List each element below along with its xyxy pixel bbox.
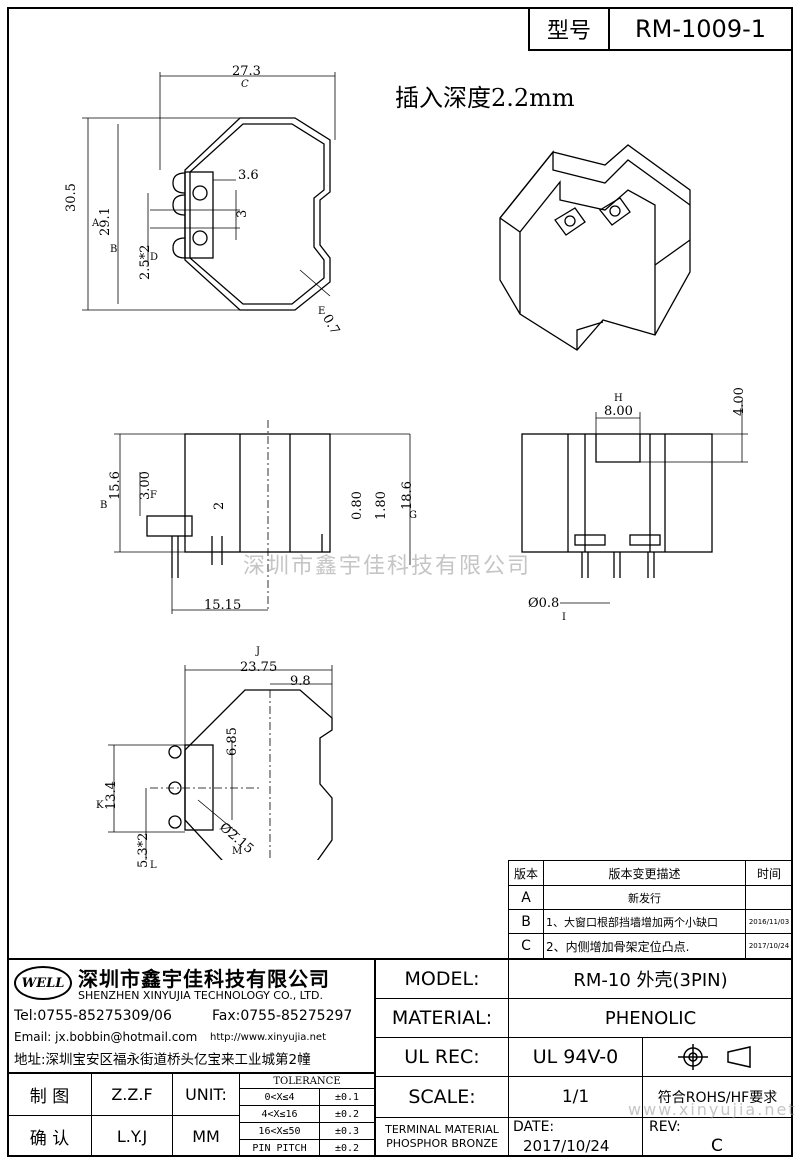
- model-label: MODEL:: [375, 959, 509, 999]
- dim-front-slot-w: 8.00: [604, 404, 633, 419]
- dim-top-height-inner: 29.1: [98, 207, 113, 236]
- rev-row-desc: 新发行: [543, 885, 746, 910]
- type-value: RM-1009-1: [608, 7, 793, 51]
- ref-h: H: [614, 393, 623, 404]
- drawer-label: 制 图: [7, 1073, 92, 1116]
- tolerance-title: TOLERANCE: [239, 1073, 375, 1089]
- tolerance-range: PIN PITCH: [239, 1139, 320, 1157]
- company-address: 地址:深圳宝安区福永街道桥头亿宝来工业城第2幢: [14, 1052, 311, 1068]
- scale-label: SCALE:: [375, 1076, 509, 1118]
- terminal-material: TERMINAL MATERIAL PHOSPHOR BRONZE: [375, 1117, 509, 1157]
- dim-pin-width: 3.6: [238, 168, 259, 183]
- date-label: DATE:: [513, 1119, 555, 1135]
- date-value: 2017/10/24: [523, 1137, 610, 1155]
- dim-top-height-outer: 30.5: [64, 183, 79, 212]
- rev-row-desc: 2、内侧增加骨架定位凸点.: [543, 933, 746, 959]
- dim-pin-gap: 3: [235, 209, 250, 218]
- tolerance-value: ±0.2: [319, 1139, 375, 1157]
- tolerance-range: 16<X≤50: [239, 1122, 320, 1140]
- rev-row-ver: A: [508, 885, 544, 910]
- rev-header-desc: 版本变更描述: [543, 860, 746, 886]
- rev-row-date: [745, 885, 793, 910]
- isometric-view: [499, 144, 691, 351]
- unit-value: MM: [172, 1115, 240, 1157]
- ref-d: D: [150, 252, 159, 263]
- dim-side-total: 18.6: [400, 481, 415, 510]
- dim-side-t2: 1.80: [374, 491, 389, 520]
- ref-c: C: [241, 79, 249, 90]
- dim-bottom-pitch: 5.3*2: [136, 832, 151, 868]
- dim-front-pin-d: Ø0.8: [528, 596, 560, 611]
- rev-row-desc: 1、大窗口根部挡墙增加两个小缺口: [543, 909, 746, 934]
- dim-side-step: 2: [212, 501, 227, 510]
- rev-row-date: 2016/11/03: [745, 909, 793, 934]
- model-value: RM-10 外壳(3PIN): [508, 959, 793, 999]
- dim-bottom-h2: 13.4: [104, 781, 119, 810]
- dim-side-h1: 15.6: [108, 471, 123, 500]
- terminal-material-label: TERMINAL MATERIAL: [385, 1123, 499, 1136]
- date-cell: DATE: 2017/10/24: [508, 1117, 643, 1157]
- ref-j: J: [256, 646, 261, 657]
- rev-cell: REV: C: [642, 1117, 793, 1157]
- rev-row-ver: B: [508, 909, 544, 934]
- tolerance-value: ±0.1: [319, 1088, 375, 1106]
- tolerance-range: 0<X≤4: [239, 1088, 320, 1106]
- material-value: PHENOLIC: [508, 998, 793, 1038]
- dim-bottom-width: 23.75: [240, 660, 278, 675]
- company-logo: WELL: [14, 966, 72, 1000]
- ref-g: G: [409, 510, 417, 521]
- ref-k: K: [96, 800, 104, 811]
- watermark-web: www.xinyujia.net: [628, 1100, 797, 1119]
- ul-value: UL 94V-0: [508, 1037, 643, 1077]
- dim-bottom-w2: 9.8: [290, 674, 311, 689]
- dim-front-slot-h: 4.00: [732, 387, 747, 416]
- logo-text: WELL: [21, 975, 65, 991]
- rev-header-date: 时间: [745, 860, 793, 886]
- rev-row-ver: C: [508, 933, 544, 959]
- ref-e: E: [318, 306, 326, 317]
- insertion-depth-note: 插入深度2.2mm: [395, 84, 575, 112]
- dim-top-width: 27.3: [232, 64, 261, 79]
- dim-bottom-h1: 6.85: [225, 727, 240, 756]
- projection-symbol: [642, 1037, 793, 1077]
- watermark-company: 深圳市鑫宇佳科技有限公司: [243, 554, 532, 579]
- tolerance-range: 4<X≤16: [239, 1105, 320, 1123]
- technical-drawing: [82, 72, 748, 860]
- ref-i: I: [562, 612, 566, 623]
- ref-a: A: [92, 218, 100, 229]
- top-view: [82, 72, 336, 311]
- tolerance-value: ±0.2: [319, 1105, 375, 1123]
- third-angle-projection-icon: [677, 1044, 751, 1070]
- rev-label: REV:: [649, 1119, 681, 1135]
- bottom-view: [108, 665, 333, 860]
- terminal-material-value: PHOSPHOR BRONZE: [386, 1137, 498, 1150]
- drawer-value: Z.Z.F: [91, 1073, 173, 1116]
- company-name-cn: 深圳市鑫宇佳科技有限公司: [78, 967, 330, 991]
- rev-row-date: 2017/10/24: [745, 933, 793, 959]
- ul-label: UL REC:: [375, 1037, 509, 1077]
- company-email: Email: jx.bobbin@hotmail.com: [14, 1030, 198, 1044]
- company-fax: Fax:0755-85275297: [212, 1008, 353, 1024]
- material-label: MATERIAL:: [375, 998, 509, 1038]
- ref-m: M: [232, 846, 243, 857]
- side-view: [114, 420, 411, 614]
- unit-label: UNIT:: [172, 1073, 240, 1116]
- ref-f: F: [150, 490, 157, 501]
- checker-label: 确 认: [7, 1115, 92, 1157]
- dim-side-offset: 15.15: [204, 598, 242, 613]
- scale-value: 1/1: [508, 1076, 643, 1118]
- rev-header-ver: 版本: [508, 860, 544, 886]
- company-web: http://www.xinyujia.net: [210, 1032, 326, 1043]
- dim-side-t1: 0.80: [350, 491, 365, 520]
- front-view: [521, 400, 748, 604]
- ref-b2: B: [100, 500, 108, 511]
- ref-b: B: [110, 244, 118, 255]
- ref-l: L: [150, 860, 157, 871]
- rev-value: C: [711, 1136, 723, 1156]
- tolerance-value: ±0.3: [319, 1122, 375, 1140]
- company-name-en: SHENZHEN XINYUJIA TECHNOLOGY CO., LTD.: [78, 989, 323, 1002]
- checker-value: L.Y.J: [91, 1115, 173, 1157]
- company-tel: Tel:0755-85275309/06: [14, 1008, 172, 1024]
